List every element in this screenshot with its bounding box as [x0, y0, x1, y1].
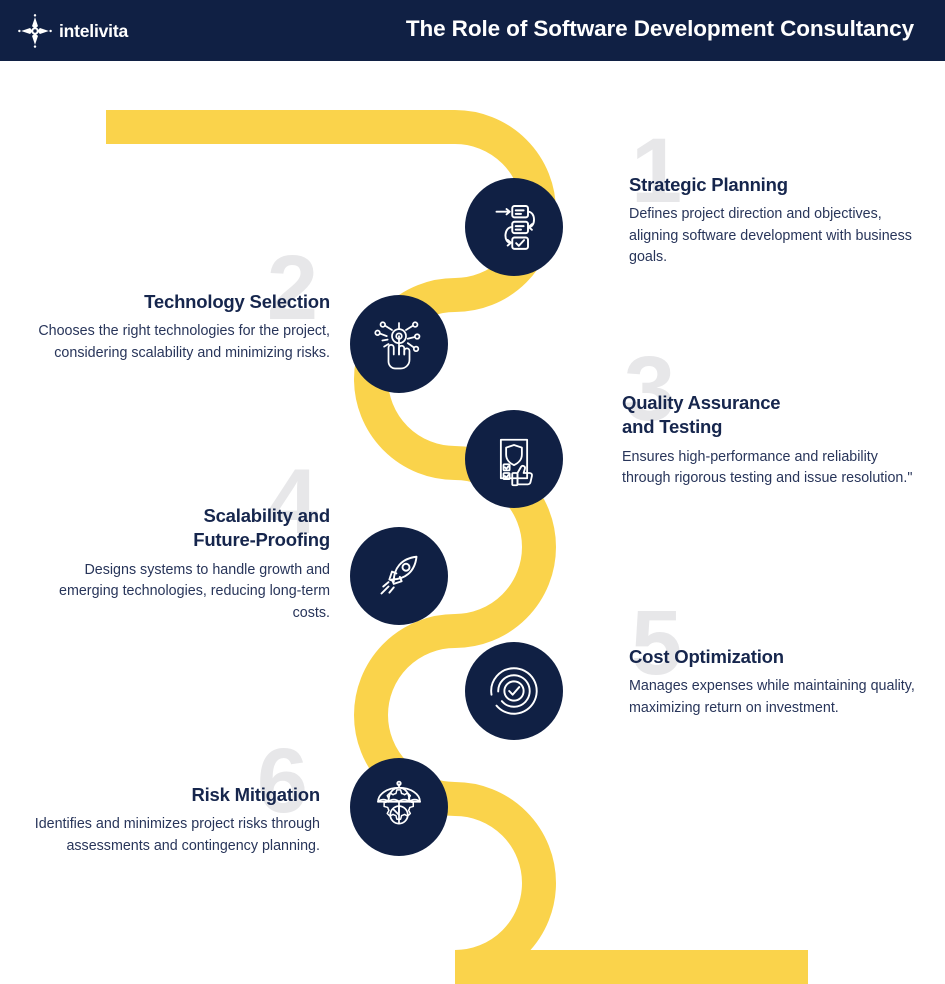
step-description-1: Defines project direction and objectives… — [629, 206, 912, 266]
step-icon-2[interactable] — [350, 295, 448, 393]
step-title-6: Risk Mitigation — [191, 784, 320, 805]
step-number-2: 2 — [266, 237, 318, 339]
step-icon-3[interactable] — [465, 410, 563, 508]
step-description-6: Identifies and minimizes project risks t… — [34, 816, 320, 854]
step-block-2: 2 Technology Selection Chooses the right… — [30, 242, 330, 364]
step-icon-6[interactable] — [350, 758, 448, 856]
step-title-2: Technology Selection — [144, 291, 330, 312]
step-icon-5[interactable] — [465, 642, 563, 740]
step-block-3: 3 Quality Assurance and Testing Ensures … — [622, 343, 922, 490]
serpentine-path — [106, 110, 808, 984]
step-block-6: 6 Risk Mitigation Identifies and minimiz… — [20, 735, 320, 857]
step-number-6: 6 — [256, 730, 308, 832]
rocket-icon — [371, 548, 427, 604]
intelivita-star-logo-icon — [18, 14, 52, 48]
step-number-5: 5 — [631, 592, 682, 694]
target-check-icon — [486, 663, 542, 719]
timeline-canvas: 1 Strategic Planning Defines project dir… — [0, 61, 945, 984]
step-number-4: 4 — [266, 451, 318, 553]
step-icon-4[interactable] — [350, 527, 448, 625]
workflow-checklist-icon — [486, 199, 542, 255]
step-block-1: 1 Strategic Planning Defines project dir… — [629, 125, 929, 269]
step-number-3: 3 — [624, 338, 675, 440]
page-header: intelivita The Role of Software Developm… — [0, 0, 945, 61]
step-title-5: Cost Optimization — [629, 646, 784, 667]
step-title-3: Quality Assurance and Testing — [622, 392, 781, 438]
step-description-5: Manages expenses while maintaining quali… — [629, 678, 915, 716]
step-description-4: Designs systems to handle growth and eme… — [59, 561, 330, 621]
step-title-4: Scalability and Future-Proofing — [193, 505, 330, 551]
step-block-5: 5 Cost Optimization Manages expenses whi… — [629, 597, 929, 719]
brand-logo[interactable]: intelivita — [18, 14, 128, 48]
step-block-4: 4 Scalability and Future-Proofing Design… — [30, 456, 330, 624]
brand-name: intelivita — [59, 20, 128, 41]
clipboard-shield-thumbsup-icon — [486, 431, 542, 487]
step-description-2: Chooses the right technologies for the p… — [38, 323, 330, 361]
step-title-1: Strategic Planning — [629, 174, 788, 195]
page-title: The Role of Software Development Consult… — [405, 16, 914, 41]
umbrella-gear-icon — [371, 779, 427, 835]
step-number-1: 1 — [631, 120, 682, 222]
step-icon-1[interactable] — [465, 178, 563, 276]
hand-tap-tech-node-icon — [371, 316, 427, 372]
step-description-3: Ensures high-performance and reliability… — [622, 448, 913, 487]
